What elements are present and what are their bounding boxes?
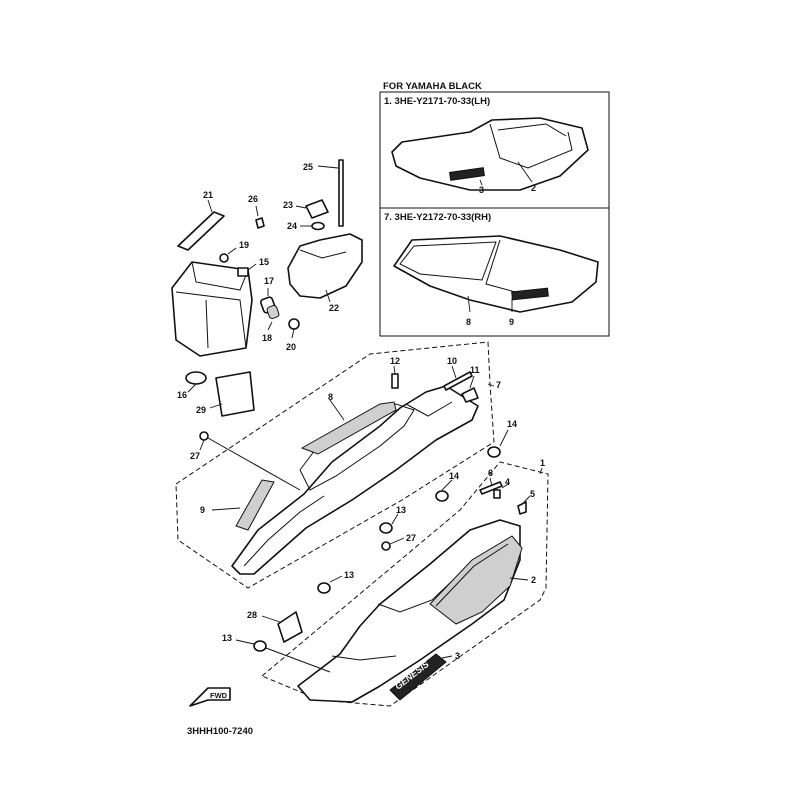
- callout-20: 20: [286, 342, 296, 352]
- callout-25: 25: [303, 162, 313, 172]
- callout-13-c: 13: [222, 633, 232, 643]
- callout-22: 22: [329, 303, 339, 313]
- battery-case-assembly: 21 19 15 16 29 26 17 18 20: [171, 190, 300, 417]
- callout-10: 10: [447, 356, 457, 366]
- cap-23: [305, 199, 329, 219]
- callout-15: 15: [259, 257, 269, 267]
- grommet-13-a: [379, 522, 393, 534]
- callout-1: 1: [540, 458, 545, 468]
- callout-27-a: 27: [190, 451, 200, 461]
- callout-5: 5: [530, 489, 535, 499]
- nut-11: [461, 387, 479, 403]
- bolt-26: [255, 217, 265, 229]
- callout-14-upper: 14: [507, 419, 517, 429]
- grommet-13-b: [317, 582, 331, 594]
- callout-11: 11: [470, 365, 480, 375]
- callout-9: 9: [200, 505, 205, 515]
- rh-side-cover: [231, 385, 479, 575]
- cover-plate-29: [215, 371, 255, 417]
- callout-28: 28: [247, 610, 257, 620]
- damper-18: [266, 304, 280, 320]
- fwd-arrow: FWD: [189, 687, 231, 707]
- callout-2: 2: [531, 575, 536, 585]
- callout-17: 17: [264, 276, 274, 286]
- screw-6: [479, 481, 503, 495]
- fwd-label: FWD: [210, 691, 228, 700]
- grommet-13-c: [253, 640, 267, 652]
- callout-9-inset: 9: [509, 317, 514, 327]
- callout-8-inset: 8: [466, 317, 471, 327]
- callout-21: 21: [203, 190, 213, 200]
- screw-10: [443, 371, 473, 391]
- callout-13-a: 13: [396, 505, 406, 515]
- inset-frame: [379, 91, 610, 337]
- callout-6: 6: [488, 468, 493, 478]
- inset-title: FOR YAMAHA BLACK: [383, 81, 482, 92]
- side-panel-2: [429, 535, 523, 625]
- callout-18: 18: [262, 333, 272, 343]
- callout-16: 16: [177, 390, 187, 400]
- reservoir-assembly: 22 25 23 24: [283, 159, 363, 313]
- rod-25: [338, 159, 344, 227]
- reservoir-tank-22: [287, 233, 363, 299]
- color-variant-inset: FOR YAMAHA BLACK 1. 3HE-Y2171-70-33(LH) …: [379, 81, 610, 337]
- bolt-27-a: [199, 431, 209, 441]
- callout-3-inset: 3: [479, 185, 484, 195]
- clip-15: [237, 267, 249, 277]
- callout-8: 8: [328, 392, 333, 402]
- washer-24: [311, 221, 325, 231]
- assembly-7-boundary: [175, 341, 495, 589]
- rh-side-cover-assembly: 7 8 9 12 10 11 14 13 13: [175, 341, 517, 594]
- inset-lh-header: 1. 3HE-Y2171-70-33(LH): [384, 96, 490, 107]
- pin-12: [391, 373, 399, 389]
- callout-4: 4: [505, 477, 510, 487]
- inset-rh-header: 7. 3HE-Y2172-70-33(RH): [384, 212, 491, 223]
- diagram-code: 3HHH100-7240: [187, 726, 253, 737]
- grommet-16: [185, 371, 207, 385]
- emblem-decal-9: [235, 479, 275, 531]
- inset-rh-decal: [511, 287, 549, 301]
- inset-rh-side-cover: [393, 235, 599, 313]
- stripe-decal-8: [300, 401, 397, 455]
- pin-5: [517, 501, 527, 515]
- callout-24: 24: [287, 221, 297, 231]
- bolt-19: [219, 253, 229, 263]
- lh-side-cover-assembly: 1 2 GENESIS 3 6 4 5 14 27: [222, 458, 549, 707]
- inset-lh-decal: [449, 167, 485, 181]
- bolt-27-b: [381, 541, 391, 551]
- forward-arrow-icon: [189, 687, 231, 707]
- grommet-14-lower: [435, 490, 449, 502]
- grommet-14-upper: [487, 446, 501, 458]
- bolt-20: [288, 318, 300, 330]
- callout-3: 3: [455, 651, 460, 661]
- plate-28: [277, 611, 303, 643]
- nut-4: [493, 489, 501, 499]
- battery-box: [171, 261, 253, 357]
- lh-side-cover: [297, 519, 521, 703]
- callout-27-b: 27: [406, 533, 416, 543]
- inset-lh-side-cover: [391, 117, 589, 191]
- battery-band: [177, 211, 225, 251]
- callout-13-b: 13: [344, 570, 354, 580]
- callout-2-inset: 2: [531, 183, 536, 193]
- callout-26: 26: [248, 194, 258, 204]
- callout-19: 19: [239, 240, 249, 250]
- callout-29: 29: [196, 405, 206, 415]
- callout-12: 12: [390, 356, 400, 366]
- callout-23: 23: [283, 200, 293, 210]
- callout-14-lower: 14: [449, 471, 459, 481]
- callout-7: 7: [496, 380, 501, 390]
